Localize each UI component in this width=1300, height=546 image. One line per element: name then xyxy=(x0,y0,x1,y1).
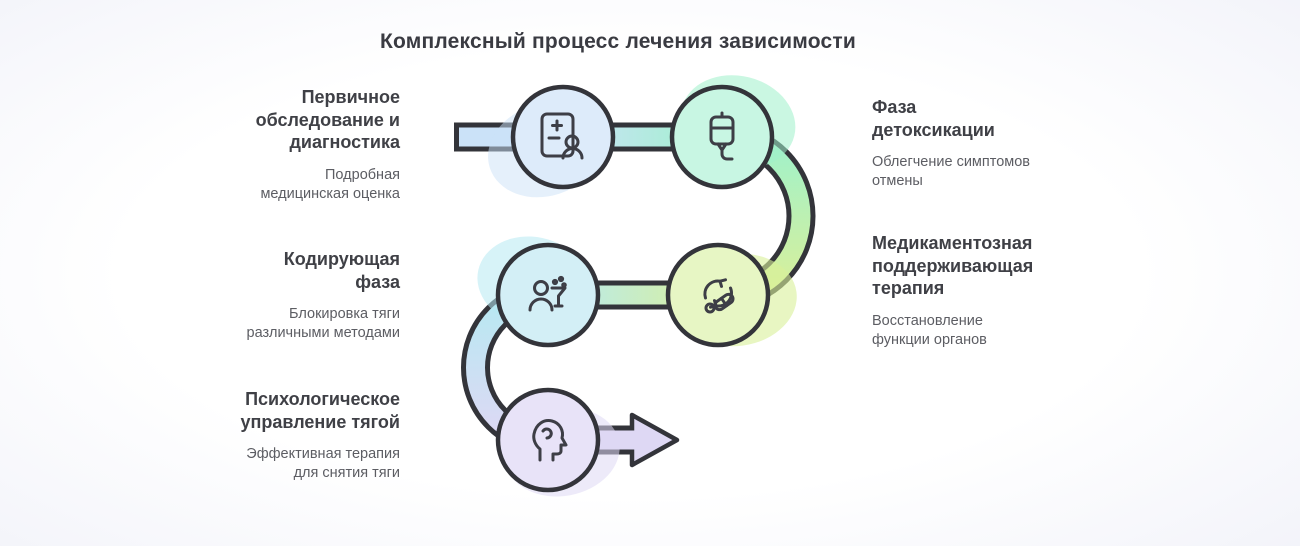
node-circle-3 xyxy=(665,242,771,348)
step-3-subtitle: Восстановление функции органов xyxy=(872,313,987,348)
flow-arrow-head xyxy=(629,412,680,468)
step-4-label-block: Кодирующая фаза Блокировка тяги различны… xyxy=(205,248,400,343)
step-2-label-block: Фаза детоксикации Облегчение симптомов о… xyxy=(872,96,1072,191)
step-5-subtitle: Эффективная терапия для снятия тяги xyxy=(246,446,400,482)
node-circle-1 xyxy=(510,84,616,190)
step-5-label-block: Психологическое управление тягой Эффекти… xyxy=(205,388,400,483)
iv-drip-icon xyxy=(709,111,735,161)
node-circle-2 xyxy=(669,84,775,190)
node-circle-5 xyxy=(495,387,601,493)
step-2-title: Фаза детоксикации xyxy=(872,97,995,140)
step-3-title: Медикаментозная поддерживающая терапия xyxy=(872,233,1034,299)
step-2-subtitle: Облегчение симптомов отмены xyxy=(872,154,1031,190)
step-4-subtitle: Блокировка тяги различными методами xyxy=(246,306,400,342)
step-5-title: Психологическое управление тягой xyxy=(240,389,400,432)
medical-report-icon xyxy=(540,112,584,160)
page-title: Комплексный процесс лечения зависимости xyxy=(380,30,856,53)
step-1-title: Первичное обследование и диагностика xyxy=(255,87,400,153)
mind-management-icon xyxy=(532,419,568,462)
medication-cycle-icon xyxy=(703,278,735,314)
step-3-label-block: Медикаментозная поддерживающая терапия В… xyxy=(872,232,1087,350)
step-4-title: Кодирующая фаза xyxy=(283,249,400,292)
node-circle-4 xyxy=(495,242,601,348)
patient-counseling-icon xyxy=(528,275,567,312)
step-1-subtitle: Подробная медицинская оценка xyxy=(260,167,400,202)
step-1-label-block: Первичное обследование и диагностика Под… xyxy=(200,86,400,204)
